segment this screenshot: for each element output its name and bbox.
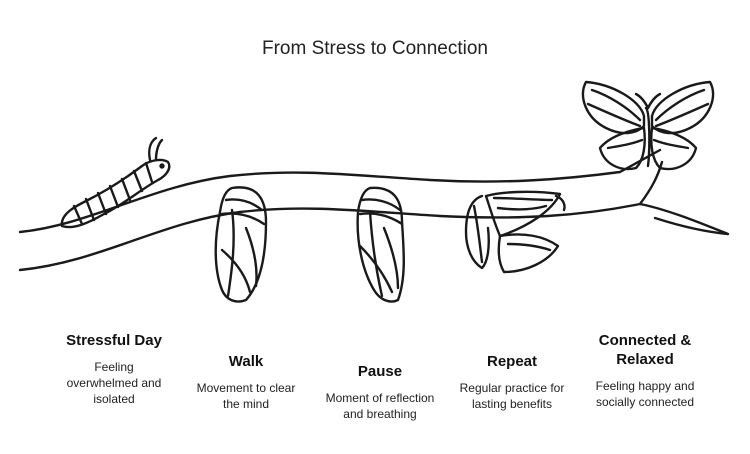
stage-connected-relaxed: Connected & Relaxed Feeling happy and so… [586,331,704,410]
stage-pause: Pause Moment of reflection and breathing [312,362,448,422]
stage-label: Stressful Day [66,332,162,349]
stage-label: Walk [228,353,264,370]
stage-stressful-day: Stressful Day Feeling overwhelmed and is… [48,331,180,407]
stage-label: Connected & Relaxed [598,332,692,368]
stage-walk: Walk Movement to clear the mind [187,352,305,412]
butterfly-icon [581,80,715,171]
stage-repeat: Repeat Regular practice for lasting bene… [450,352,574,412]
chrysalis-icon [214,186,268,303]
stage-description: Feeling overwhelmed and isolated [66,360,162,406]
chrysalis-icon [356,186,405,303]
stage-description: Moment of reflection and breathing [325,391,435,421]
emerging-butterfly-icon [464,190,566,274]
diagram-title: From Stress to Connection [262,38,488,59]
stage-label: Pause [357,363,403,380]
stage-description: Movement to clear the mind [196,381,296,411]
stage-label: Repeat [486,353,538,370]
stage-description: Regular practice for lasting benefits [459,381,565,411]
stage-description: Feeling happy and socially connected [595,379,695,409]
caterpillar-icon [60,136,171,229]
